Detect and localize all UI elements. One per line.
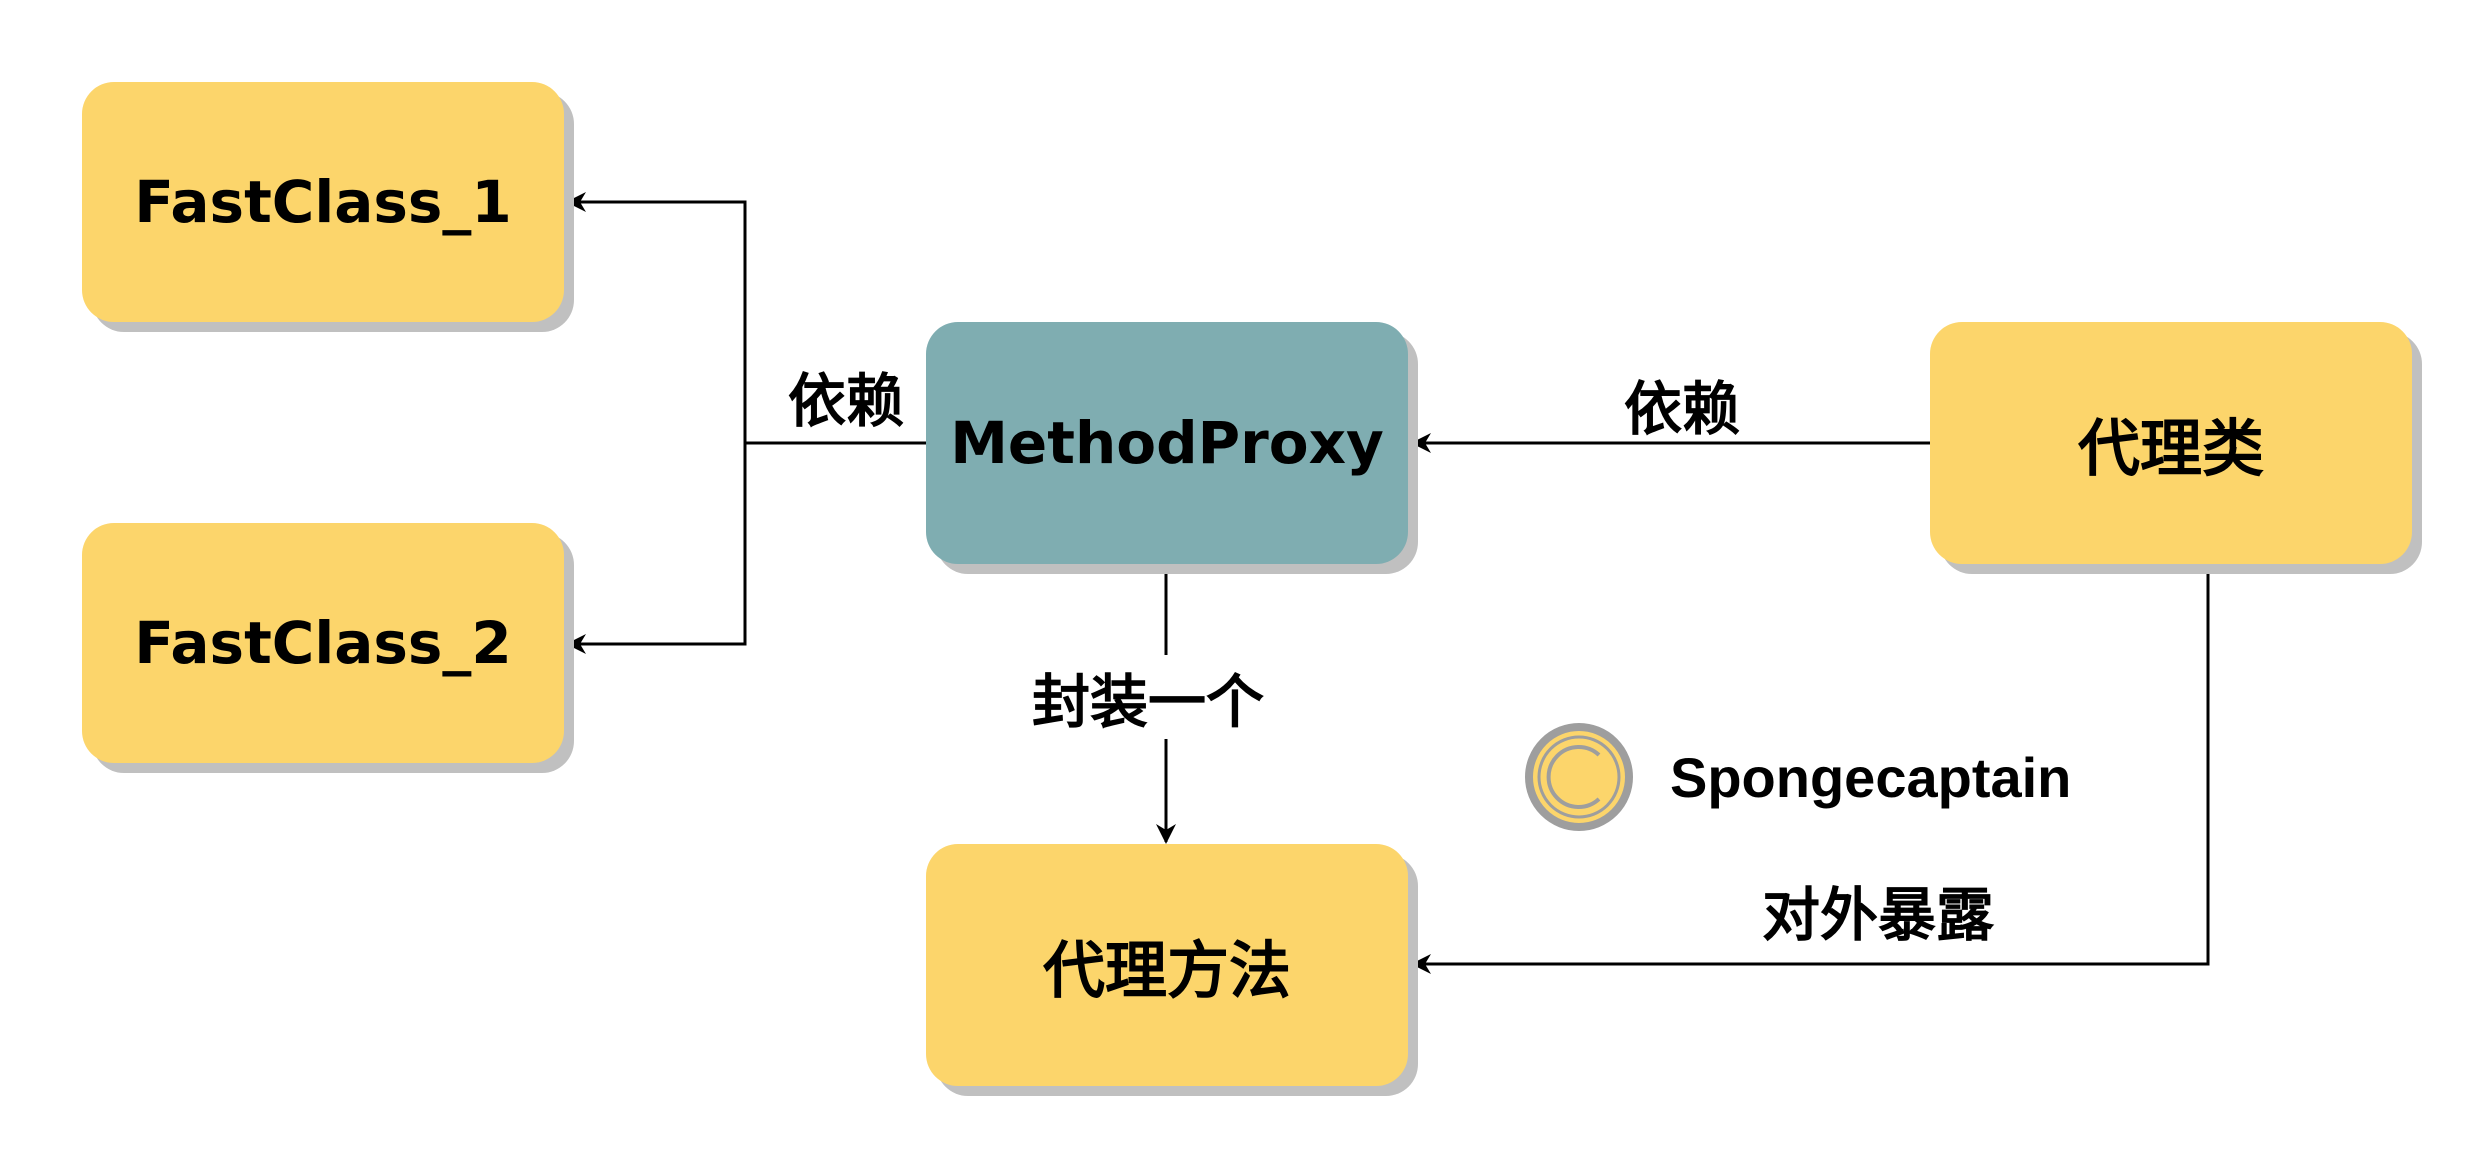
node-proxy-class: 代理类 xyxy=(1930,322,2412,564)
edge-mp-to-fastclass1 xyxy=(566,192,928,445)
edge-label-expose: 对外暴露 xyxy=(1762,881,1995,949)
node-fastclass-2-label: FastClass_2 xyxy=(134,609,512,677)
edge-label-proxyclass-depends: 依赖 xyxy=(1624,375,1741,443)
edge-proxyclass-to-proxymethod xyxy=(1411,564,2210,974)
edge-label-mp-depends: 依赖 xyxy=(788,367,905,435)
watermark: Spongecaptain xyxy=(1524,722,2071,832)
node-proxy-class-label: 代理类 xyxy=(2077,412,2264,485)
node-fastclass-1-label: FastClass_1 xyxy=(134,168,512,236)
node-proxy-method: 代理方法 xyxy=(926,844,1408,1086)
copyright-icon xyxy=(1525,723,1633,831)
node-fastclass-2: FastClass_2 xyxy=(82,523,564,763)
node-fastclass-1: FastClass_1 xyxy=(82,82,564,322)
node-proxy-method-label: 代理方法 xyxy=(1042,934,1291,1007)
node-methodproxy: MethodProxy xyxy=(926,322,1408,564)
edge-mp-to-fastclass2 xyxy=(566,443,747,654)
node-methodproxy-label: MethodProxy xyxy=(950,409,1384,477)
edge-label-wraps-one: 封装一个 xyxy=(1026,655,1271,739)
watermark-text: Spongecaptain xyxy=(1670,745,2072,809)
